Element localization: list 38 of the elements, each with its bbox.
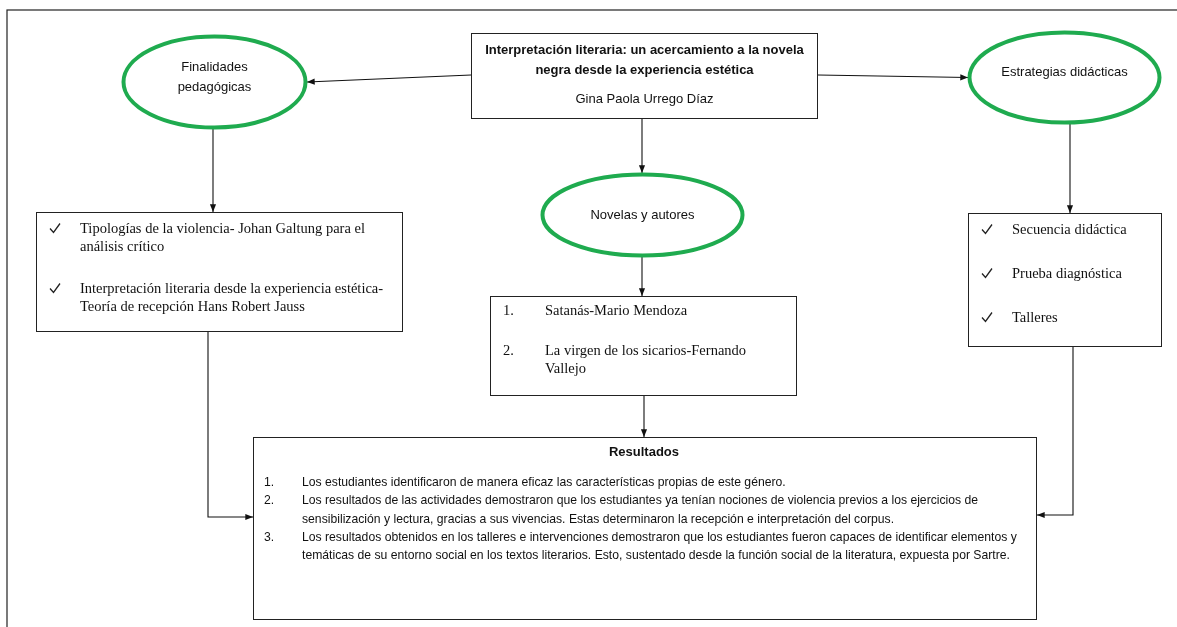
list-number: 1. bbox=[263, 474, 276, 491]
checklist-box bbox=[36, 212, 403, 332]
topic-ellipse bbox=[967, 30, 1162, 125]
ellipse-label: Estrategias didácticas bbox=[1000, 62, 1129, 81]
topic-ellipse bbox=[540, 172, 745, 258]
arrow bbox=[640, 395, 648, 438]
ellipse-label: Finalidades pedagógicas bbox=[176, 57, 253, 96]
arrow bbox=[817, 74, 969, 81]
arrow bbox=[638, 256, 646, 297]
arrow bbox=[1066, 123, 1074, 214]
list-number: 1. bbox=[502, 301, 515, 320]
arrow bbox=[1036, 346, 1074, 519]
heading: Resultados bbox=[607, 444, 681, 459]
list-item: Tipologías de la violencia- Johan Galtung para el análisis crítico bbox=[80, 219, 366, 256]
title-box bbox=[471, 33, 818, 119]
ellipse-label: Novelas y autores bbox=[589, 206, 696, 225]
list-item: Secuencia didáctica bbox=[1012, 220, 1127, 239]
results-box bbox=[253, 437, 1037, 620]
list-item: Satanás-Mario Mendoza bbox=[545, 301, 688, 320]
arrow bbox=[209, 128, 217, 213]
author-name: Gina Paola Urrego Díaz bbox=[574, 90, 715, 108]
list-item: Los resultados obtenidos en los talleres e intervenciones demostraron que los estudiantes fueron capaces de identificar elementos y temáticas de su entorno social en los textos literarios. Esto, sustentado desde la función social de la literatura, expuesta por Sartre. bbox=[302, 528, 1018, 565]
list-item: Talleres bbox=[1012, 308, 1058, 327]
title-text: Interpretación literaria: un acercamiento a la novela negra desde la experiencia estética bbox=[484, 41, 805, 79]
list-item: Interpretación literaria desde la experiencia estética-Teoría de recepción Hans Robert Jauss bbox=[80, 279, 385, 316]
arrow bbox=[638, 118, 646, 174]
list-item: La virgen de los sicarios-Fernando Vallejo bbox=[545, 341, 748, 378]
checklist-box bbox=[968, 213, 1162, 347]
arrow bbox=[207, 331, 254, 521]
list-number: 2. bbox=[263, 492, 276, 510]
list-item: Prueba diagnóstica bbox=[1012, 264, 1122, 283]
arrow bbox=[306, 74, 472, 85]
list-number: 2. bbox=[502, 341, 515, 360]
list-item: Los resultados de las actividades demostraron que los estudiantes ya tenían nociones de violencia previos a los ejercicios de sensibilización y lectura, gracias a sus vivencias. Estas determinaron la recepción e interpretación del corpus. bbox=[302, 492, 980, 528]
topic-ellipse bbox=[121, 34, 308, 130]
list-item: Los estudiantes identificaron de manera eficaz las características propias de este género. bbox=[302, 474, 786, 491]
list-number: 3. bbox=[263, 528, 276, 546]
list-box bbox=[490, 296, 797, 396]
